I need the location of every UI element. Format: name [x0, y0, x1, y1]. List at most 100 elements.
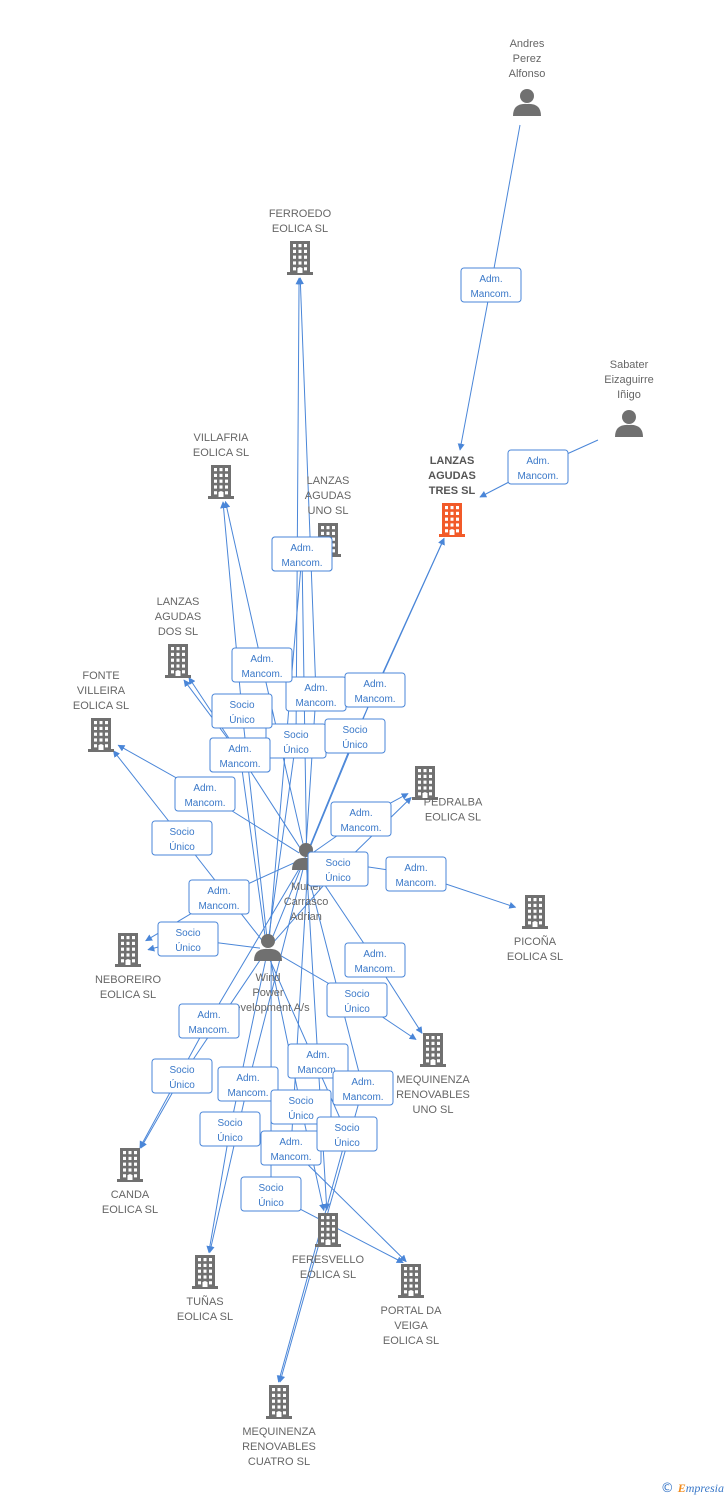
node-label-line: LANZAS [430, 455, 475, 467]
node-label-picona: PICOÑA EOLICA SL [507, 935, 563, 963]
role-text: Mancom. [470, 289, 511, 300]
role-badge[interactable]: Adm.Mancom. [332, 1070, 394, 1106]
role-badge[interactable]: Adm.Mancom. [231, 647, 293, 683]
node-label-line: EOLICA SL [272, 223, 328, 235]
brand-logo[interactable]: Empresia [678, 1481, 724, 1496]
node-label-line: EOLICA SL [383, 1335, 439, 1347]
copyright-icon: © [660, 1481, 674, 1496]
node-label-line: AGUDAS [428, 470, 476, 482]
role-text: Mancom. [354, 964, 395, 975]
role-text: Adm. [290, 543, 313, 554]
role-badge[interactable]: Adm.Mancom. [271, 536, 333, 572]
role-text: Adm. [207, 886, 230, 897]
role-badge[interactable]: Adm.Mancom. [330, 801, 392, 837]
role-text: Único [229, 713, 255, 726]
role-badge[interactable]: Adm.Mancom. [178, 1003, 240, 1039]
node-label-line: Eizaguirre [604, 374, 654, 386]
node-label-line: VILLEIRA [77, 685, 126, 697]
role-text: Socio [283, 730, 308, 741]
role-badge[interactable]: Adm.Mancom. [385, 856, 447, 892]
node-label-line: VEIGA [394, 1320, 428, 1332]
role-badge[interactable]: Adm.Mancom. [507, 449, 569, 485]
role-text: Único [288, 1109, 314, 1122]
role-text: Socio [258, 1183, 283, 1194]
role-badge[interactable]: Adm.Mancom. [285, 676, 347, 712]
role-badge[interactable]: Adm.Mancom. [460, 267, 522, 303]
role-text: Mancom. [241, 669, 282, 680]
node-picona[interactable]: PICOÑA EOLICA SL [507, 895, 563, 963]
role-badge[interactable]: Adm. Mancom. [344, 942, 406, 978]
role-badge[interactable]: Adm.Mancom. [344, 672, 406, 708]
role-text: Mancom. [340, 823, 381, 834]
node-label-line: Andres [510, 38, 545, 50]
role-text: Adm. [526, 456, 549, 467]
role-text: Adm. [363, 949, 386, 960]
node-label-line: UNO SL [413, 1104, 454, 1116]
node-label-line: AGUDAS [155, 611, 201, 623]
building-icon [398, 1264, 424, 1298]
node-label-line: EOLICA SL [177, 1311, 233, 1323]
node-label-line: PICOÑA [514, 935, 557, 948]
role-badge[interactable]: Adm.Mancom. [174, 776, 236, 812]
role-badge[interactable]: Adm.Mancom. [217, 1066, 279, 1102]
role-badge[interactable]: Adm.Mancom. [287, 1043, 349, 1079]
role-text: Mancom. [342, 1092, 383, 1103]
node-label-line: EOLICA SL [507, 951, 563, 963]
role-badge[interactable]: Adm.Mancom. [260, 1130, 322, 1166]
role-text: Socio [288, 1096, 313, 1107]
role-text: Único [169, 840, 195, 853]
edges-layer [112, 124, 599, 1383]
node-label-line: TRES SL [429, 485, 476, 497]
node-label-line: DOS SL [158, 626, 198, 638]
role-text: Socio [344, 989, 369, 1000]
building-icon [192, 1255, 218, 1289]
node-label-line: PEDRALBA [424, 797, 483, 809]
role-text: Mancom. [270, 1152, 311, 1163]
role-text: Único [342, 738, 368, 751]
role-badge[interactable]: Adm.Mancom. [209, 737, 271, 773]
role-text: Único [258, 1196, 284, 1209]
role-text: Adm. [228, 744, 251, 755]
node-lanzas_tres[interactable]: LANZAS AGUDAS TRES SL [428, 455, 476, 537]
role-text: Mancom. [297, 1065, 338, 1076]
role-text: Mancom. [354, 694, 395, 705]
node-label-line: UNO SL [308, 505, 349, 517]
building-icon [165, 644, 191, 678]
role-badge[interactable]: Adm.Mancom. [188, 879, 250, 915]
building-icon [315, 1213, 341, 1247]
